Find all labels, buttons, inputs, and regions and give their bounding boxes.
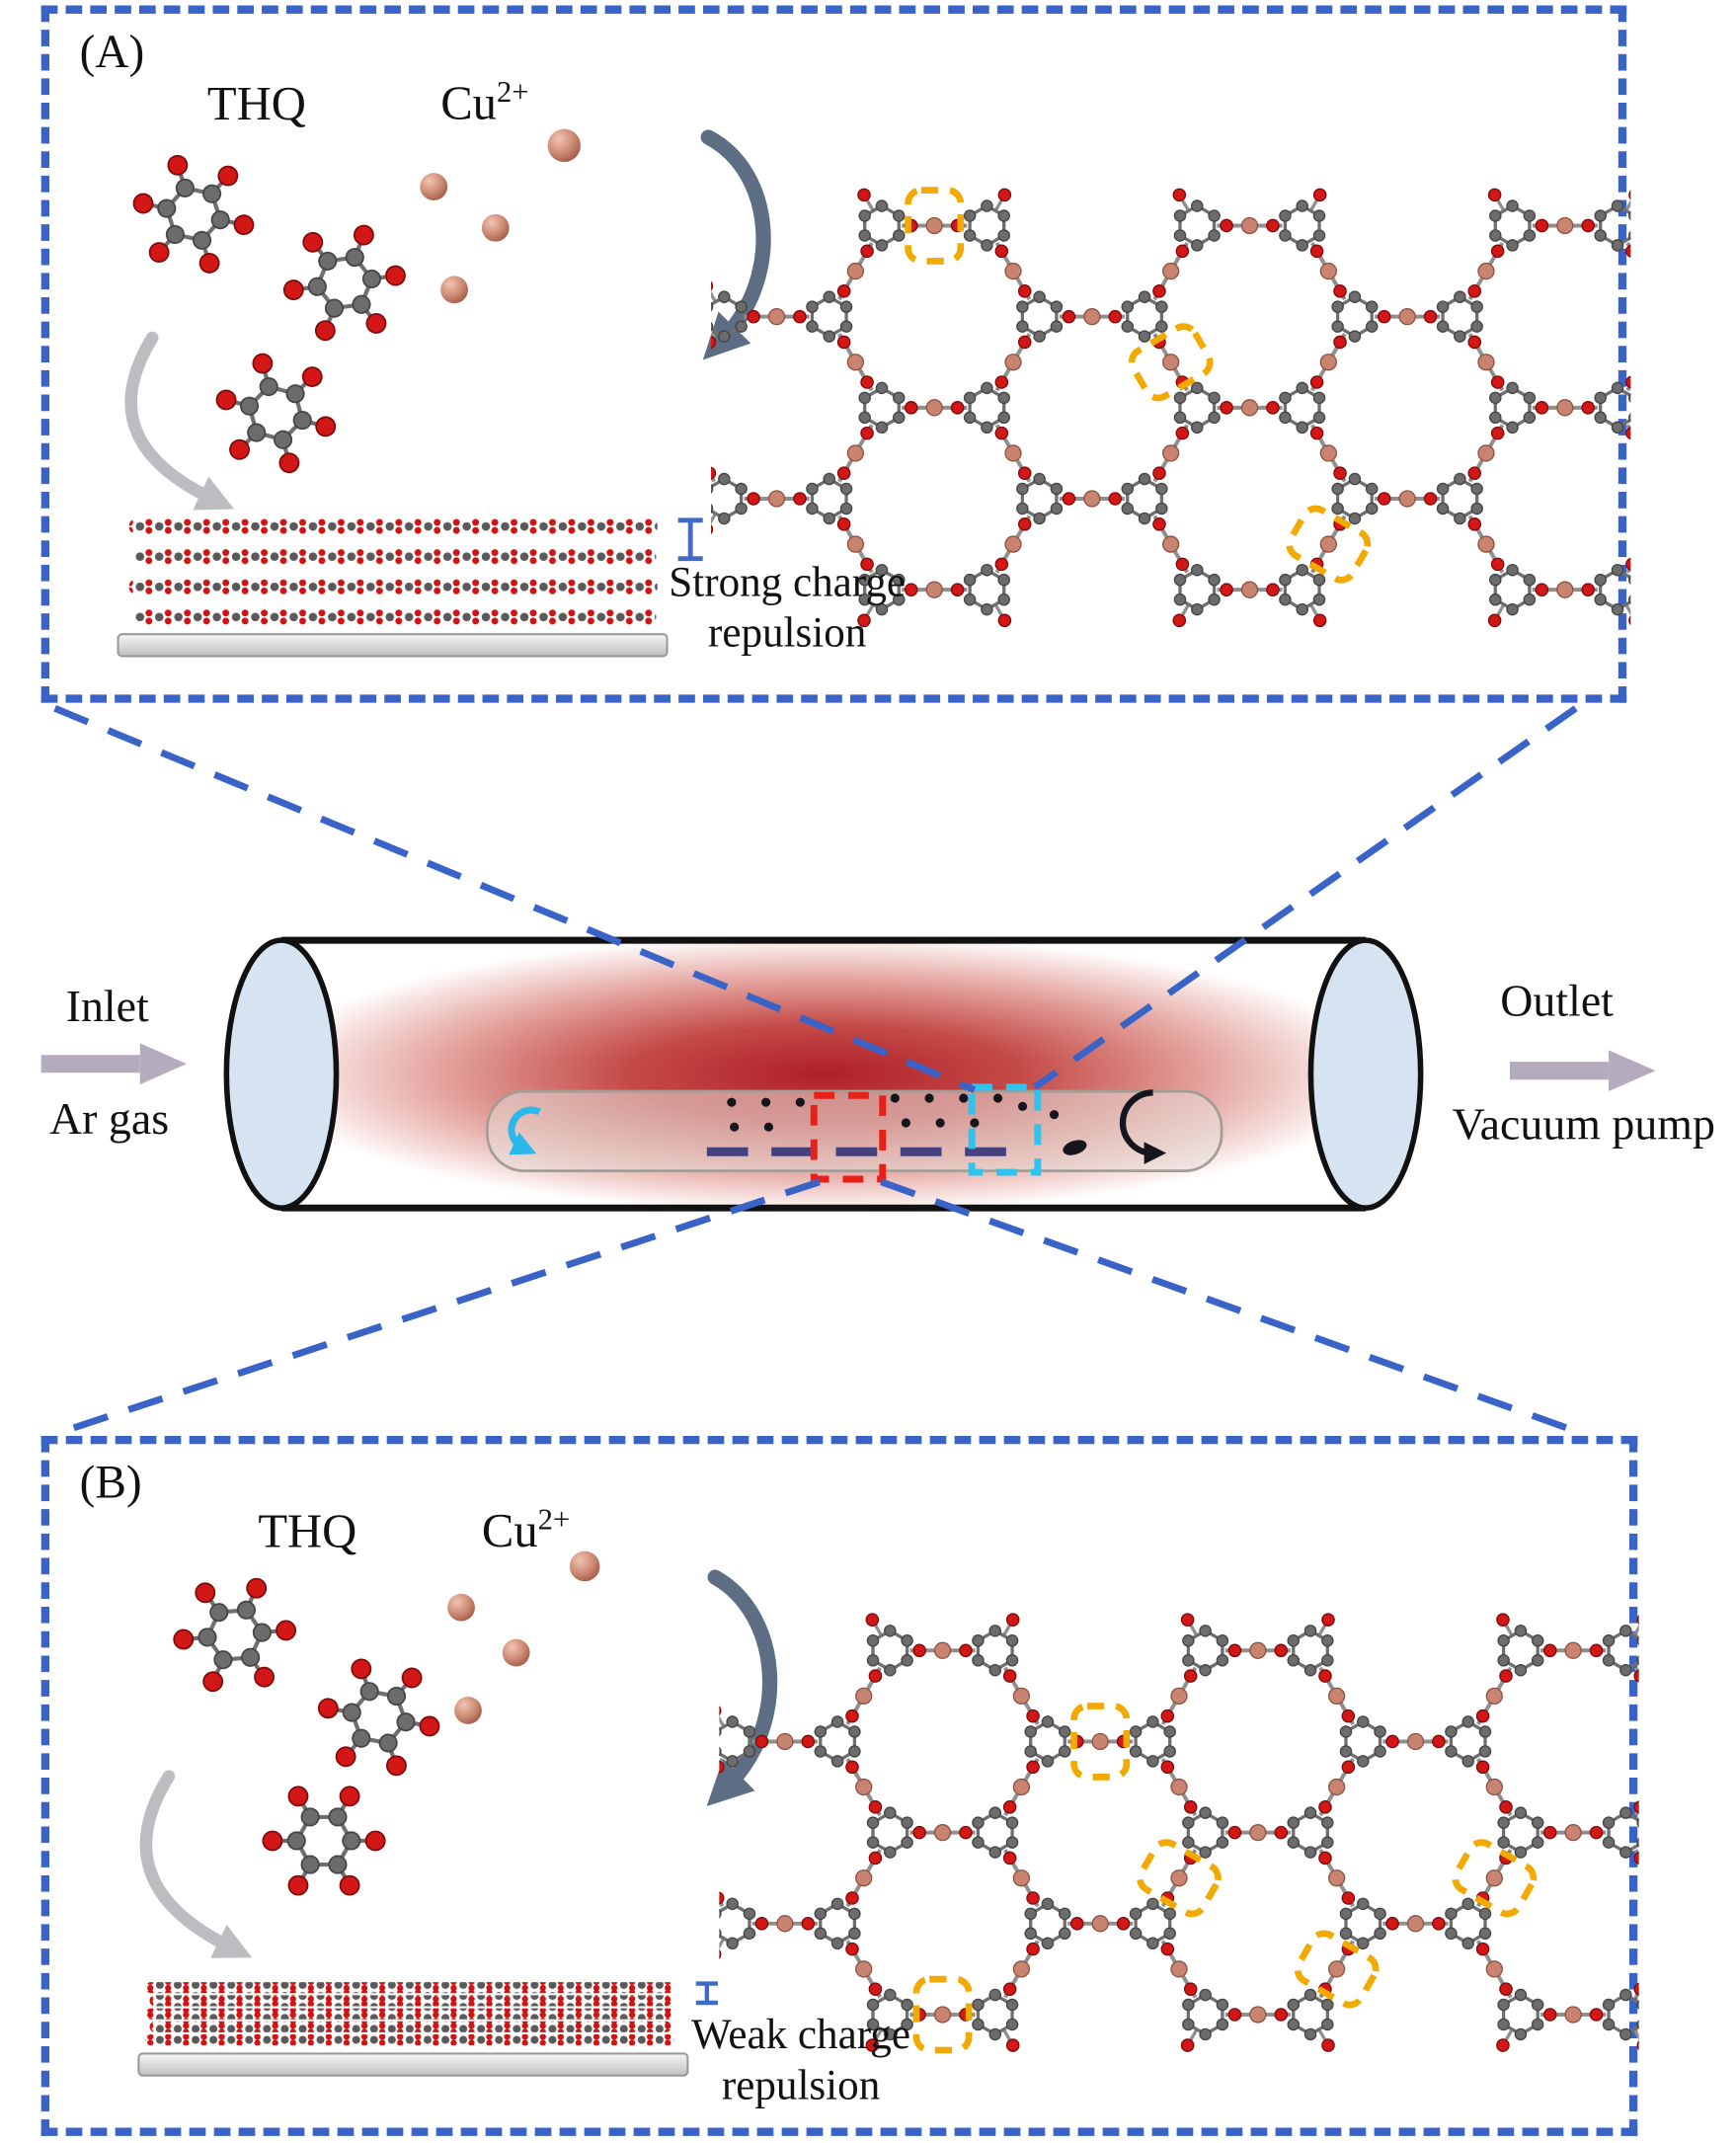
seed-particle: [1063, 1140, 1087, 1155]
substrate: [137, 2052, 689, 2077]
cyan-highlight-box: [968, 1083, 1042, 1176]
panel-b-label: (B): [79, 1458, 142, 1509]
thq-label: THQ: [258, 1504, 357, 1558]
substrate: [117, 633, 669, 658]
cyan-swirl-arrow-icon: [508, 1106, 541, 1155]
reaction-scheme-b: [137, 1550, 778, 2077]
cu-ion-label: Cu2+: [481, 1501, 571, 1558]
cu-ion: [481, 213, 510, 242]
thq-label: THQ: [206, 76, 306, 131]
mof-highlight-box: [1070, 1703, 1131, 1781]
cu-ion: [420, 173, 448, 200]
mof-linker-atoms: [719, 1641, 1639, 2024]
cu-ion: [569, 1550, 600, 1582]
red-highlight-box: [810, 1091, 887, 1183]
mof-highlight-box: [1128, 323, 1214, 402]
stacked-layers: [145, 1982, 674, 2046]
connector-line: [53, 705, 977, 1093]
mof-highlight-box: [1137, 1839, 1222, 1918]
mof-highlight-box: [905, 187, 965, 265]
cu-ion: [547, 128, 581, 163]
connector-line: [1033, 705, 1578, 1090]
panel-a-label: (A): [79, 27, 145, 79]
thq-molecule: [263, 1786, 384, 1894]
vacuum-pump-label: Vacuum pump: [1452, 1100, 1715, 1151]
connector-line: [56, 1178, 821, 1437]
rotation-arrow-icon: [1119, 1089, 1167, 1164]
thq-molecule: [309, 1653, 447, 1781]
cu-ion: [447, 1593, 475, 1622]
mof-highlight-box: [1286, 505, 1372, 584]
inner-boat: [486, 1089, 1223, 1173]
cu-ions: [447, 1550, 600, 1724]
assembly-arrow-icon: [139, 1770, 253, 1958]
outlet-label: Outlet: [1500, 977, 1614, 1027]
vapor-dots: [727, 1093, 1060, 1132]
thq-molecule: [169, 1576, 299, 1695]
cu-ion: [502, 1638, 530, 1667]
mof-highlight-box: [912, 1975, 973, 2054]
ar-gas-label: Ar gas: [49, 1095, 170, 1146]
cu-ion: [454, 1697, 482, 1724]
mof-highlight-box: [1452, 1839, 1538, 1918]
panel-a: (A) THQ Cu2+: [40, 5, 1631, 703]
connector-line: [880, 1178, 1583, 1437]
outlet-arrow-icon: [1509, 1050, 1656, 1092]
mof-linker-atoms: [711, 216, 1631, 598]
interlayer-spacing-indicator: [677, 517, 703, 562]
inlet-label: Inlet: [65, 983, 149, 1033]
tube-left-cap: [223, 937, 340, 1211]
thq-molecule: [203, 346, 349, 482]
assembly-arrow-icon: [124, 331, 235, 511]
reaction-scheme-a: [117, 128, 771, 658]
annotation-strong-repulsion: Strong charge repulsion: [669, 557, 907, 656]
mof-rings: [711, 188, 1631, 628]
stacked-layers: [128, 518, 658, 625]
mof-structure-a: [711, 187, 1631, 628]
inlet-arrow-icon: [40, 1043, 188, 1085]
mof-highlight-box: [1294, 1930, 1380, 2009]
annotation-weak-repulsion: Weak charge repulsion: [691, 2009, 910, 2108]
deposition-arrow-icon: [706, 1569, 778, 1807]
mof-bonds: [719, 1619, 1639, 2046]
interlayer-spacing-indicator: [695, 1981, 718, 2006]
mof-rings: [719, 1613, 1639, 2052]
cu-ion-label: Cu2+: [440, 74, 529, 130]
thq-molecule: [276, 221, 412, 345]
tube-right-cap: [1307, 937, 1424, 1211]
panel-b: (B) THQ Cu2+: [40, 1435, 1639, 2136]
thq-molecule: [122, 149, 264, 280]
cu-ion: [440, 276, 468, 304]
mof-structure-b: [719, 1613, 1639, 2054]
cu-ions: [420, 128, 581, 304]
